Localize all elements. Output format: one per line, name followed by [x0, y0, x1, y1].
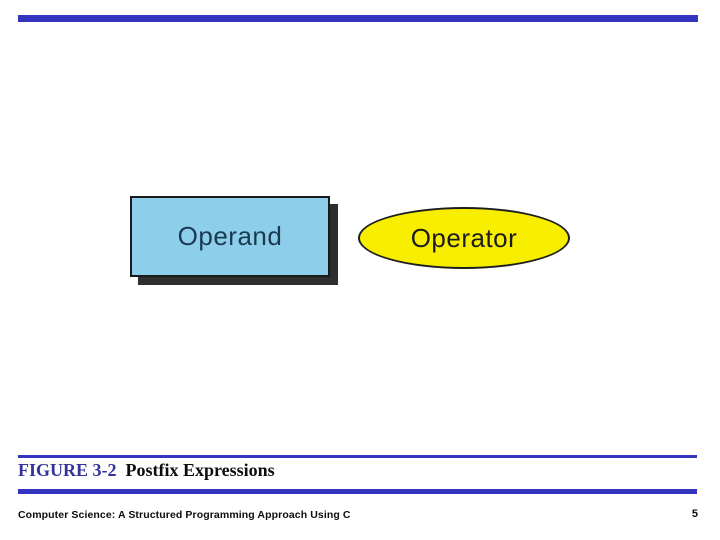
- operator-label: Operator: [410, 222, 518, 253]
- figure-caption: FIGURE 3-2 Postfix Expressions: [18, 460, 697, 481]
- figure-caption-title: Postfix Expressions: [125, 460, 275, 480]
- operand-box: Operand: [130, 196, 330, 277]
- operator-ellipse: Operator: [358, 207, 570, 269]
- caption-bottom-rule: [18, 489, 697, 494]
- footer-book-title: Computer Science: A Structured Programmi…: [18, 509, 351, 521]
- figure-caption-label: FIGURE 3-2: [18, 460, 117, 480]
- caption-top-rule: [18, 455, 697, 458]
- operand-label: Operand: [177, 221, 283, 251]
- footer-page-number: 5: [691, 508, 698, 520]
- top-rule-bar: [18, 15, 698, 22]
